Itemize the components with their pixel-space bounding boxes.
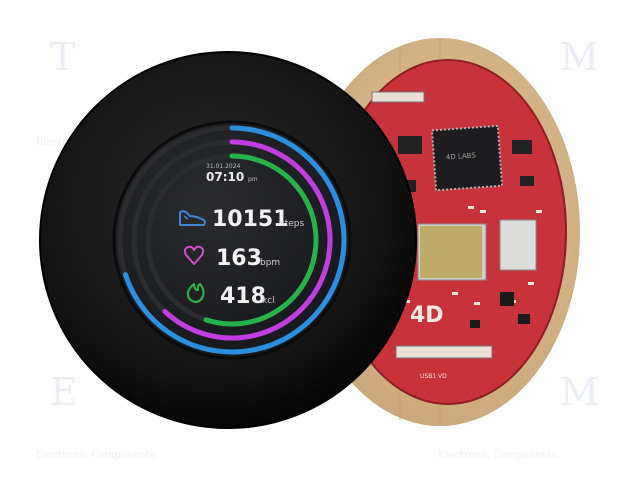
ribbon-connector xyxy=(371,91,425,103)
flame-icon xyxy=(186,283,205,303)
heart-icon xyxy=(183,245,205,265)
time-suffix: pm xyxy=(248,176,258,183)
watermark-letter: M xyxy=(560,370,599,414)
heart-rate-unit: bpm xyxy=(260,258,280,268)
progress-ring-purple xyxy=(162,139,333,341)
watermark-brand: Electronic Components xyxy=(438,450,557,461)
header-connector xyxy=(499,219,537,271)
time-label: 07:10 xyxy=(206,170,244,184)
watermark-letter: M xyxy=(560,35,599,79)
progress-ring-green xyxy=(203,153,319,327)
chip-label: 4D LABS xyxy=(446,151,477,161)
board-logo: 4D xyxy=(410,303,444,328)
bottom-connector xyxy=(395,345,493,359)
watermark-brand: Electronic Components xyxy=(36,450,155,461)
main-chip: 4D LABS xyxy=(430,124,504,192)
steps-unit: steps xyxy=(280,219,304,229)
heart-rate-value: 163 xyxy=(216,246,262,271)
watermark-letter: T xyxy=(50,35,75,79)
steps-value: 10151 xyxy=(212,207,289,232)
calories-value: 418 xyxy=(220,284,266,309)
progress-ring-blue xyxy=(122,125,347,355)
calories-unit: kcl xyxy=(262,296,275,306)
watermark-letter: E xyxy=(50,370,78,414)
silk-label: USB1 VD xyxy=(420,373,447,380)
sneaker-icon xyxy=(179,210,206,226)
date-label: 31.01.2024 xyxy=(206,163,241,170)
